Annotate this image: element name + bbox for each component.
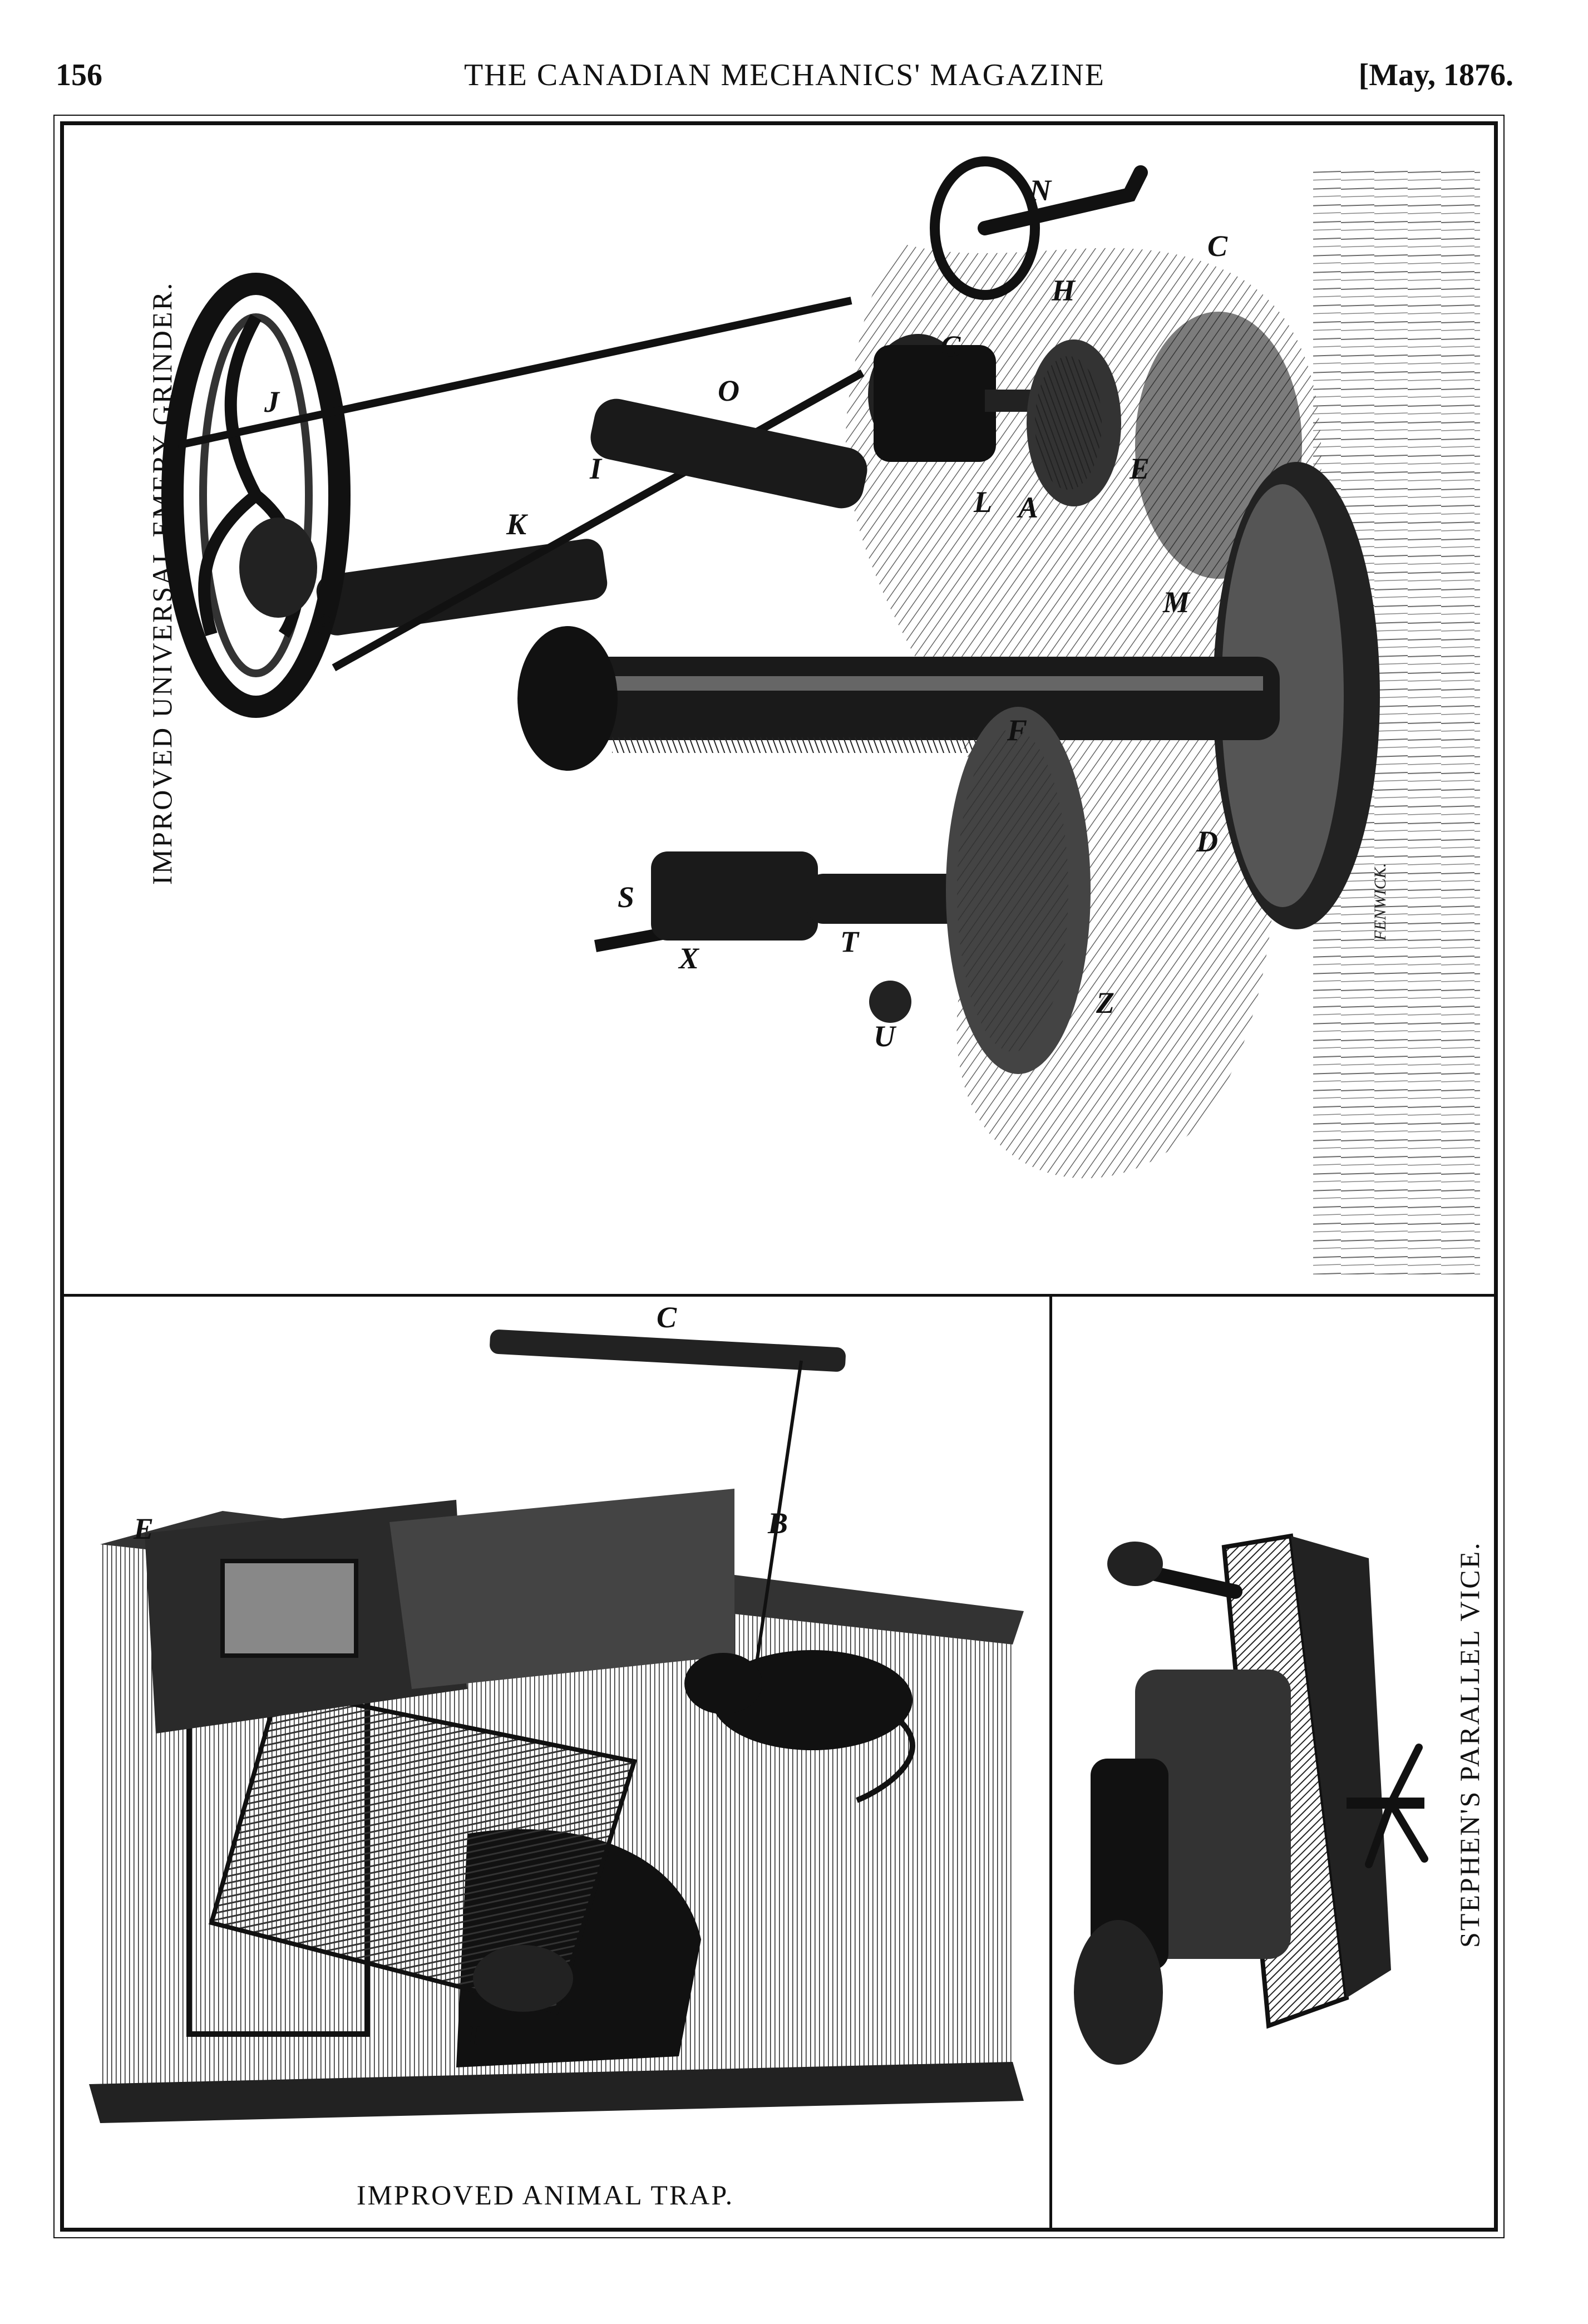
crank-wheel (930, 156, 1040, 300)
label-f: F (1007, 713, 1027, 747)
label-x: X (678, 942, 700, 975)
trap-base-board (89, 2062, 1024, 2123)
vertical-divider (1049, 1294, 1052, 2228)
label-m: M (1162, 585, 1191, 619)
label-i: I (589, 452, 603, 485)
vice-base (1074, 1920, 1163, 2065)
spindle-arm (590, 398, 867, 509)
label-l: L (973, 485, 992, 519)
label-j: J (264, 385, 280, 418)
lever-bar (490, 1330, 846, 1372)
label-s: S (618, 880, 634, 914)
label-d: D (1196, 825, 1218, 858)
magazine-title: THE CANADIAN MECHANICS' MAGAZINE (463, 58, 1106, 92)
pulley-arm (316, 539, 608, 636)
label-o: O (718, 374, 739, 407)
rat-inside (473, 1945, 573, 2012)
gate-window (220, 1559, 358, 1658)
column-hub (517, 626, 618, 771)
vice-handle-knob (1107, 1542, 1163, 1586)
column-highlight (573, 676, 1263, 691)
label-n: N (1029, 174, 1052, 207)
label-i: I (467, 2018, 480, 2052)
rest-plate-face (957, 729, 1068, 1052)
label-b: B (767, 1506, 788, 1540)
rat-tail (856, 1720, 915, 1803)
emery-grinder-illustration: J P K I S X O T U G N H L A F E M C D Z … (72, 134, 1491, 1286)
label-h: H (1051, 274, 1076, 307)
label-c: C (657, 1301, 677, 1334)
vice-slide (1091, 1759, 1168, 1970)
clamp-screw (869, 981, 911, 1023)
parallel-vice-caption: STEPHEN'S PARALLEL VICE. (1454, 1541, 1485, 1948)
main-column (556, 657, 1280, 740)
animal-trap-illustration: C B E I (67, 1299, 1046, 2168)
plate-frame (60, 121, 1498, 2232)
running-header: 156 THE CANADIAN MECHANICS' MAGAZINE [Ma… (56, 56, 1513, 106)
label-t: T (840, 925, 860, 958)
parallel-vice-illustration (1057, 1302, 1447, 2220)
base-disc-top (1221, 484, 1344, 907)
pulley-hub (239, 518, 317, 618)
horizontal-divider (64, 1294, 1494, 1297)
crank-handle (978, 165, 1148, 235)
label-k: K (506, 508, 529, 541)
engraver-signature: FENWICK. (1371, 863, 1389, 941)
drive-belt-upper (177, 297, 852, 449)
label-c: C (1207, 229, 1228, 263)
issue-date: [May, 1876. (1358, 58, 1513, 92)
label-e: E (133, 1512, 154, 1545)
tool-rest-bracket (651, 851, 818, 941)
label-g: G (940, 329, 962, 363)
belt-pulley (161, 273, 351, 718)
plate-outer-rule (53, 115, 1505, 2238)
tilting-lid (209, 1686, 638, 2015)
label-p: P (311, 608, 331, 641)
label-z: Z (1096, 986, 1114, 1020)
trigger-wire (749, 1360, 803, 1701)
label-u: U (874, 1020, 897, 1053)
vice-jaw-lower (1291, 1536, 1391, 1998)
tool-rest-arm (807, 874, 974, 924)
drive-belt-lower (332, 369, 865, 672)
vice-body (1135, 1670, 1291, 1959)
entry-ramp (389, 1489, 734, 1689)
label-e: E (1129, 452, 1150, 485)
spindle-housing (874, 345, 996, 462)
label-a: A (1017, 491, 1038, 524)
rat-body (712, 1650, 913, 1750)
rat-head (684, 1653, 762, 1714)
page-number: 156 (56, 58, 102, 92)
vice-spider-arms (1365, 1744, 1428, 1868)
emery-wheel-face (1035, 356, 1102, 490)
animal-trap-caption: IMPROVED ANIMAL TRAP. (356, 2179, 734, 2210)
